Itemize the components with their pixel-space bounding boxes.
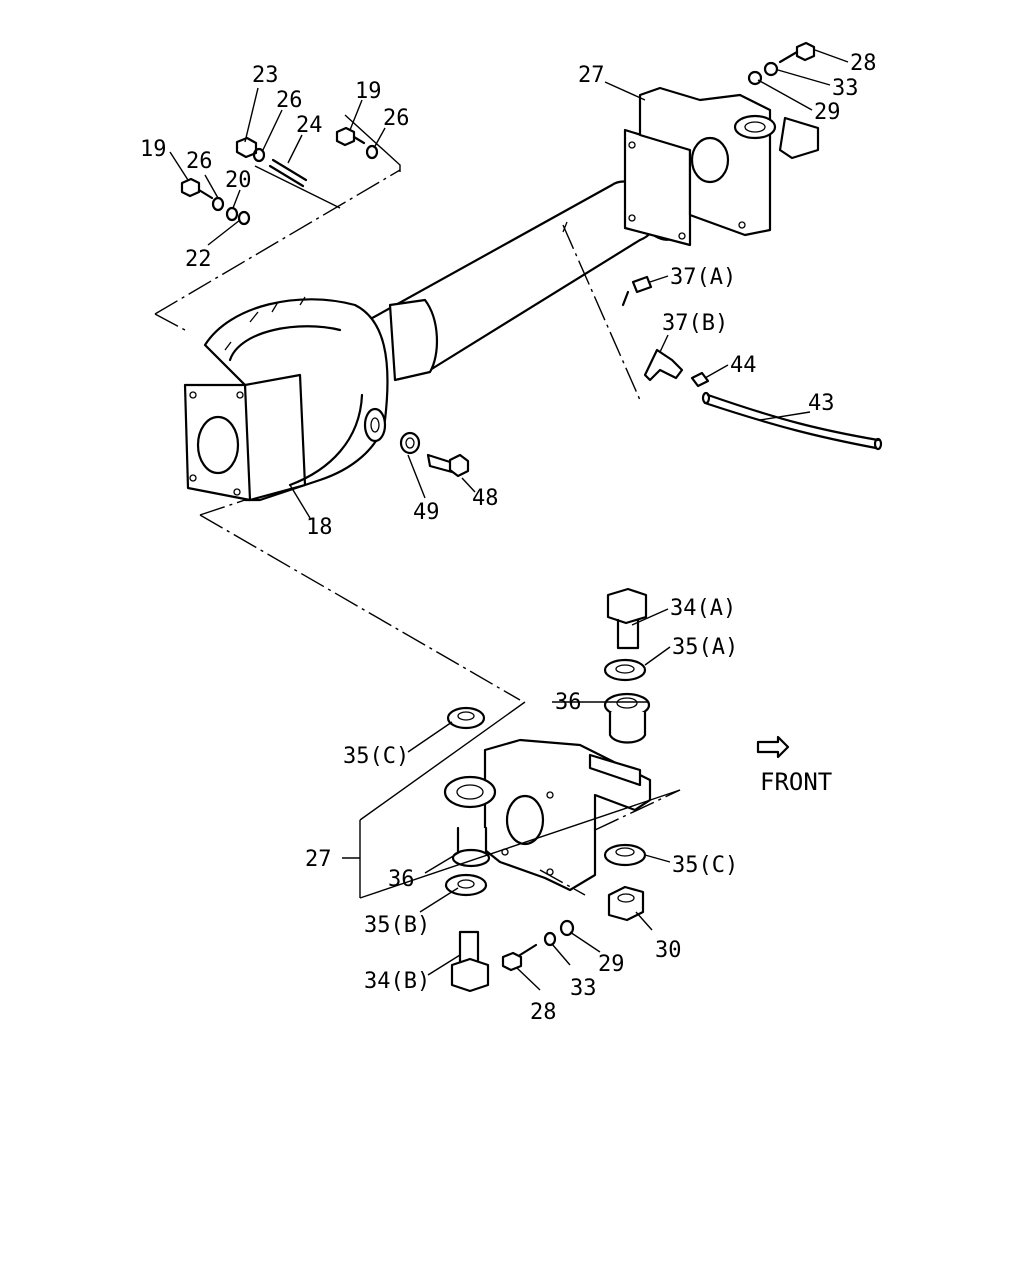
label-20: 20 — [225, 168, 252, 193]
breather-assembly — [621, 275, 883, 451]
label-29: 29 — [598, 952, 625, 977]
mount-hardware — [444, 587, 651, 993]
label-23: 23 — [252, 63, 279, 88]
label-27: 27 — [305, 847, 332, 872]
label-19: 19 — [140, 137, 167, 162]
label-26: 26 — [276, 88, 303, 113]
front-arrow-icon — [756, 735, 790, 759]
front-label: FRONT — [760, 768, 832, 796]
label-26: 26 — [383, 106, 410, 131]
label-34a: 34(A) — [670, 596, 736, 621]
upper-bracket — [623, 86, 820, 247]
label-28: 28 — [850, 51, 877, 76]
label-44: 44 — [730, 353, 757, 378]
hardware-top-right — [747, 41, 816, 86]
axle-housing — [183, 169, 684, 502]
label-24: 24 — [296, 113, 323, 138]
label-34b: 34(B) — [364, 969, 430, 994]
label-36: 36 — [388, 867, 415, 892]
label-18: 18 — [306, 515, 333, 540]
label-37b: 37(B) — [662, 311, 728, 336]
leader-lines — [169, 49, 849, 991]
label-28: 28 — [530, 1000, 557, 1025]
label-26: 26 — [186, 149, 213, 174]
label-33: 33 — [570, 976, 597, 1001]
label-35b: 35(B) — [364, 913, 430, 938]
hardware-top-left — [180, 126, 379, 226]
callout-labels: 23 26 24 19 26 19 26 20 22 27 28 33 29 3… — [140, 51, 877, 1025]
label-33: 33 — [832, 76, 859, 101]
label-27: 27 — [578, 63, 605, 88]
label-29: 29 — [814, 100, 841, 125]
label-35c: 35(C) — [343, 744, 409, 769]
label-30: 30 — [655, 938, 682, 963]
label-19: 19 — [355, 79, 382, 104]
label-22: 22 — [185, 247, 212, 272]
assembly-lines — [154, 169, 681, 896]
label-37a: 37(A) — [670, 265, 736, 290]
label-43: 43 — [808, 391, 835, 416]
label-49: 49 — [413, 500, 440, 525]
label-35a: 35(A) — [672, 635, 738, 660]
label-48: 48 — [472, 486, 499, 511]
label-36: 36 — [555, 690, 582, 715]
drain-plug — [399, 431, 470, 478]
label-35c: 35(C) — [672, 853, 738, 878]
lower-bracket — [443, 738, 652, 892]
